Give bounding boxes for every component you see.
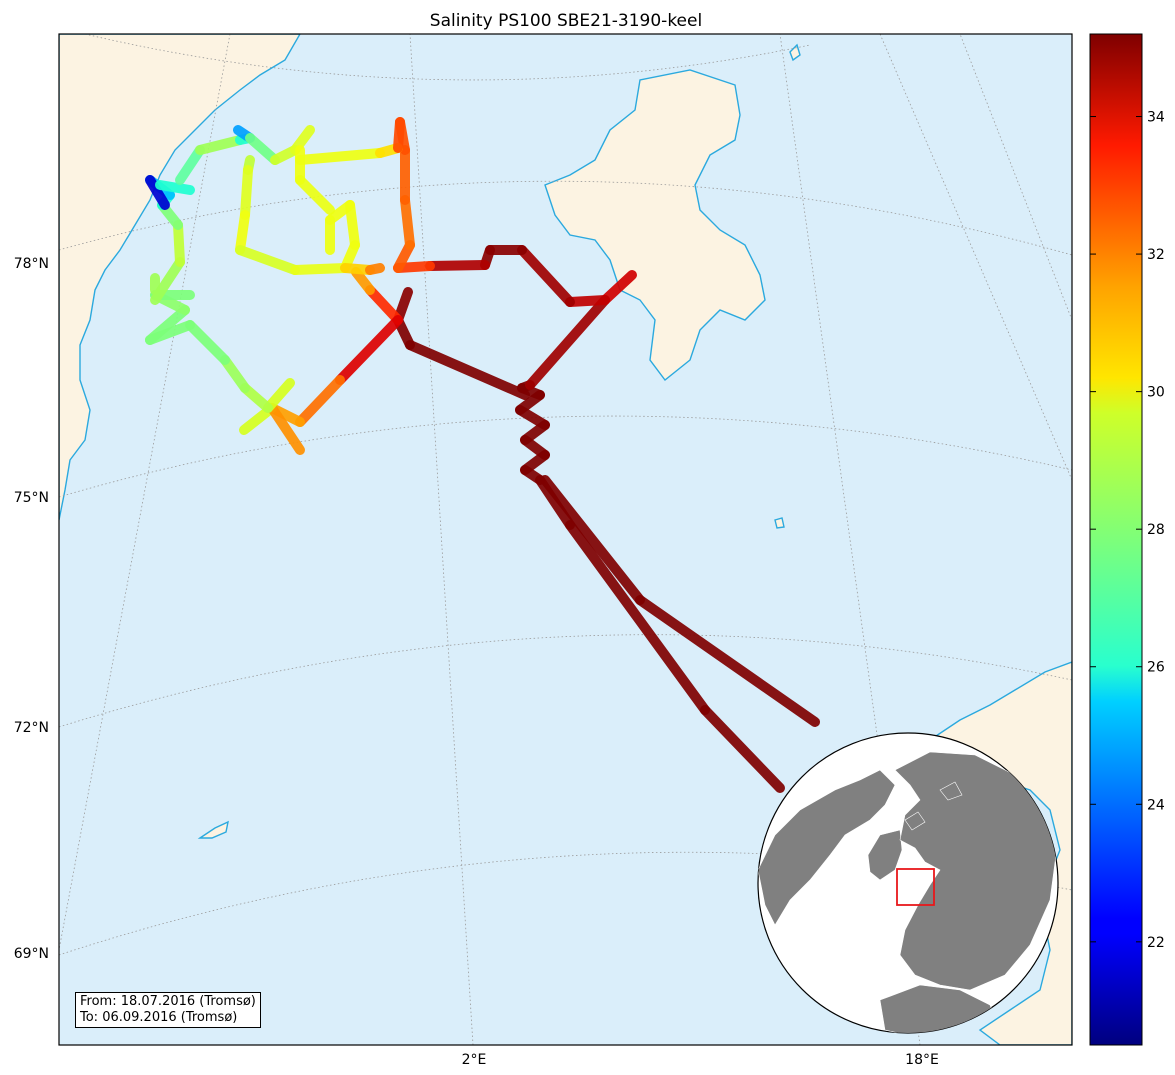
date-range-box: From: 18.07.2016 (Tromsø) To: 06.09.2016… [75, 992, 261, 1028]
colorbar: 34 32 30 28 26 24 22 [1089, 33, 1165, 1046]
track-segment [400, 195, 415, 250]
track-segment [393, 117, 405, 153]
globe-land-greenland [867, 829, 903, 881]
lon-label-2e: 2°E [462, 1052, 487, 1068]
jan-mayen-island [197, 820, 229, 839]
map-frame [58, 33, 1073, 1046]
track-segment [240, 383, 273, 413]
track-segment [700, 705, 785, 793]
track-segment [565, 520, 710, 715]
track-segment [540, 475, 645, 605]
track-segment [405, 340, 530, 400]
track-segment [351, 267, 375, 295]
bear-island [774, 517, 785, 529]
date-from: From: 18.07.2016 (Tromsø) [80, 994, 256, 1009]
colorbar-tick-label: 34 [1147, 110, 1165, 126]
date-to: To: 06.09.2016 (Tromsø) [80, 1010, 238, 1025]
cruise-track [145, 117, 820, 793]
colorbar-tick-label: 24 [1147, 797, 1165, 813]
colorbar-gradient [1089, 33, 1143, 1046]
track-segment [185, 320, 230, 365]
track-segment [155, 180, 195, 195]
track-segment [175, 145, 205, 185]
track-segment [150, 257, 185, 305]
track-segment [295, 175, 335, 215]
track-segment [535, 475, 575, 530]
track-segment [240, 165, 253, 220]
track-segment [220, 355, 250, 393]
track-segment [295, 148, 385, 165]
globe-land-arctic-islands [904, 781, 963, 831]
track-segment [565, 295, 610, 307]
track-segment [267, 403, 305, 455]
track-segment [145, 305, 190, 345]
colorbar-tick-label: 30 [1147, 385, 1165, 401]
track-segment [365, 285, 403, 325]
lon-label-18e: 18°E [905, 1052, 939, 1068]
colorbar-tick-label: 28 [1147, 522, 1165, 538]
track-segment [173, 220, 185, 267]
track-segment [295, 375, 345, 427]
colorbar-ticks: 34 32 30 28 26 24 22 [1090, 110, 1165, 951]
greenland-land [59, 34, 301, 521]
track-segment [145, 175, 170, 210]
lat-label-75: 75°N [14, 490, 49, 506]
track-segment [290, 263, 350, 275]
track-segment [235, 210, 250, 255]
track-segment [345, 200, 360, 250]
globe-land-north-america [758, 769, 896, 926]
track-segment [195, 135, 245, 155]
track-segment [245, 133, 280, 165]
track-segment [425, 260, 490, 271]
colorbar-tick-label: 32 [1147, 247, 1165, 263]
track-segment [365, 263, 385, 275]
inset-globe [757, 732, 1059, 1034]
graticule [59, 34, 1072, 1045]
map-title: Salinity PS100 SBE21-3190-keel [430, 11, 702, 31]
inset-location-box [896, 868, 935, 906]
lat-label-72: 72°N [14, 720, 49, 736]
colorbar-tick-label: 26 [1147, 660, 1165, 676]
track-segment [517, 245, 575, 307]
colorbar-tick-label: 22 [1147, 935, 1165, 951]
track-segment [635, 595, 820, 727]
track-segment [600, 270, 637, 305]
track-segment [263, 378, 295, 413]
lat-label-78: 78°N [14, 256, 49, 272]
track-segment [525, 295, 610, 390]
kvitoya-island [789, 43, 801, 62]
map-area [59, 34, 1072, 1045]
lat-label-69: 69°N [14, 946, 49, 962]
track-segment [235, 245, 300, 275]
track-segment [335, 315, 403, 385]
